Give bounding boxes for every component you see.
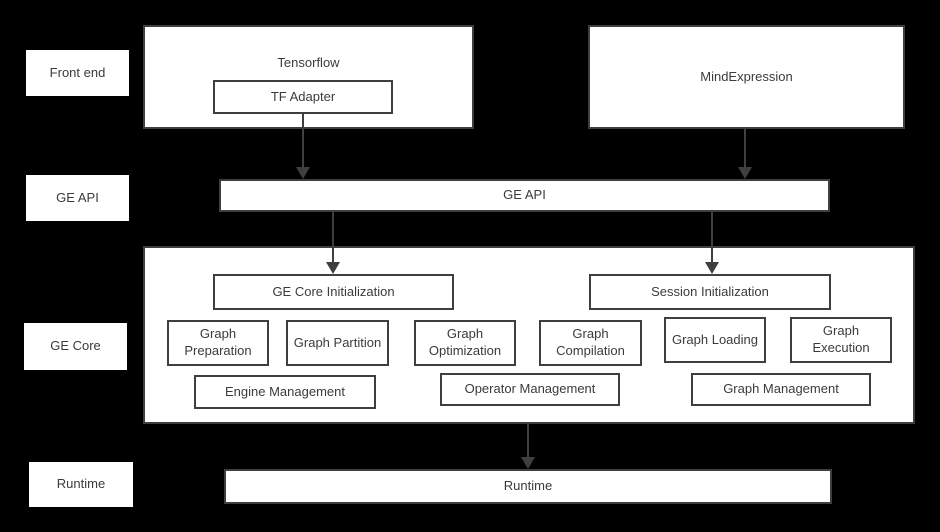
arrow-tf-adapter-to-ge-api-line — [302, 114, 304, 168]
ge-api-bar: GE API — [219, 179, 830, 212]
arrow-ge-core-to-runtime-line — [527, 424, 529, 458]
session-initialization-box: Session Initialization — [589, 274, 831, 310]
tf-adapter-box: TF Adapter — [213, 80, 393, 114]
graph-management-box: Graph Management — [691, 373, 871, 406]
engine-management-box: Engine Management — [194, 375, 376, 409]
arrow-ge-core-to-runtime-head — [521, 457, 535, 469]
operator-management-box: Operator Management — [440, 373, 620, 406]
arrow-ge-api-to-ge-core-init-line — [332, 212, 334, 263]
graph-compilation-box: Graph Compilation — [539, 320, 642, 366]
graph-partition-box: Graph Partition — [286, 320, 389, 366]
arrow-mindexpression-to-ge-api-head — [738, 167, 752, 179]
graph-execution-box: Graph Execution — [790, 317, 892, 363]
tensorflow-label: Tensorflow — [277, 55, 340, 70]
arrow-ge-api-to-session-init-line — [711, 212, 713, 263]
arrow-ge-api-to-session-init-head — [705, 262, 719, 274]
row-label-runtime: Runtime — [29, 462, 133, 507]
graph-preparation-box: Graph Preparation — [167, 320, 269, 366]
arrow-mindexpression-to-ge-api-line — [744, 129, 746, 168]
row-label-ge-api: GE API — [26, 175, 129, 221]
runtime-bar: Runtime — [224, 469, 832, 504]
row-label-front-end: Front end — [26, 50, 129, 96]
mindexpression-box: MindExpression — [588, 25, 905, 129]
row-label-ge-core: GE Core — [24, 323, 127, 370]
graph-optimization-box: Graph Optimization — [414, 320, 516, 366]
graph-loading-box: Graph Loading — [664, 317, 766, 363]
arrow-ge-api-to-ge-core-init-head — [326, 262, 340, 274]
arrow-tf-adapter-to-ge-api-head — [296, 167, 310, 179]
ge-core-initialization-box: GE Core Initialization — [213, 274, 454, 310]
